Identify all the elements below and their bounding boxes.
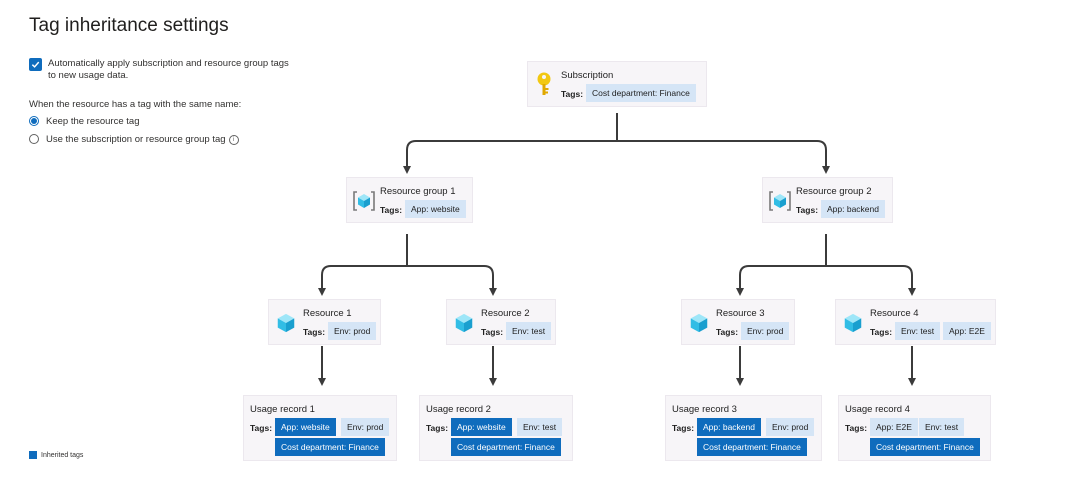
radio-use-parent-tag[interactable]: Use the subscription or resource group t… xyxy=(29,132,239,146)
tag-inherited: Cost department: Finance xyxy=(870,438,980,456)
node-usage-record-4[interactable]: Usage record 4 Tags: App: E2E Env: test … xyxy=(838,395,991,461)
tags-label: Tags: xyxy=(672,423,695,433)
node-name: Resource 1 xyxy=(303,308,352,319)
tag: App: E2E xyxy=(943,322,991,340)
radio-keep-button[interactable] xyxy=(29,116,39,126)
cube-icon xyxy=(277,313,295,333)
tag: Env: prod xyxy=(741,322,790,340)
legend: Inherited tags xyxy=(29,451,83,459)
tag: Env: test xyxy=(919,418,965,436)
tags-label: Tags: xyxy=(426,423,449,433)
node-usage-record-1[interactable]: Usage record 1 Tags: App: website Env: p… xyxy=(243,395,397,461)
node-name: Usage record 4 xyxy=(845,404,910,415)
resource-group-icon xyxy=(769,191,791,211)
tag: Env: test xyxy=(517,418,563,436)
tag-inherited: App: website xyxy=(275,418,336,436)
tag: Env: prod xyxy=(766,418,815,436)
node-usage-record-3[interactable]: Usage record 3 Tags: App: backend Env: p… xyxy=(665,395,822,461)
link-sub-rg2 xyxy=(617,140,830,174)
legend-swatch xyxy=(29,451,37,459)
tags-label: Tags: xyxy=(303,327,326,337)
cube-icon xyxy=(455,313,473,333)
radio-use-button[interactable] xyxy=(29,134,39,144)
tag: App: E2E xyxy=(870,418,918,436)
tags-label: Tags: xyxy=(716,327,739,337)
tag-inherited: App: website xyxy=(451,418,512,436)
node-resource-4[interactable]: Resource 4 Tags: Env: test App: E2E xyxy=(835,299,996,345)
node-name: Usage record 1 xyxy=(250,404,315,415)
node-name: Subscription xyxy=(561,70,614,81)
resource-group-icon xyxy=(353,191,375,211)
node-name: Resource 2 xyxy=(481,308,530,319)
tag: App: backend xyxy=(821,200,885,218)
node-name: Usage record 2 xyxy=(426,404,491,415)
auto-apply-label: Automatically apply subscription and res… xyxy=(48,58,289,81)
tags-label: Tags: xyxy=(561,89,584,99)
tags-label: Tags: xyxy=(845,423,868,433)
link-rg1-r1 xyxy=(318,234,408,296)
tag: Env: prod xyxy=(341,418,390,436)
link-rg2-r3 xyxy=(736,234,827,296)
node-resource-group-1[interactable]: Resource group 1 Tags: App: website xyxy=(346,177,473,223)
link-rg1-r2 xyxy=(407,265,497,296)
node-name: Resource group 2 xyxy=(796,186,872,197)
node-name: Resource 3 xyxy=(716,308,765,319)
conflict-question: When the resource has a tag with the sam… xyxy=(29,99,242,110)
node-resource-group-2[interactable]: Resource group 2 Tags: App: backend xyxy=(762,177,893,223)
tag-inherited: Cost department: Finance xyxy=(451,438,561,456)
tags-label: Tags: xyxy=(481,327,504,337)
link-sub-rg1 xyxy=(403,113,618,174)
node-name: Resource 4 xyxy=(870,308,919,319)
node-usage-record-2[interactable]: Usage record 2 Tags: App: website Env: t… xyxy=(419,395,573,461)
node-resource-2[interactable]: Resource 2 Tags: Env: test xyxy=(446,299,556,345)
node-subscription[interactable]: Subscription Tags: Cost department: Fina… xyxy=(527,61,707,107)
tag: App: website xyxy=(405,200,466,218)
node-name: Usage record 3 xyxy=(672,404,737,415)
tags-label: Tags: xyxy=(870,327,893,337)
node-name: Resource group 1 xyxy=(380,186,456,197)
tags-label: Tags: xyxy=(250,423,273,433)
legend-label: Inherited tags xyxy=(41,451,84,459)
auto-apply-checkbox[interactable] xyxy=(29,58,42,71)
tags-label: Tags: xyxy=(796,205,819,215)
page-title: Tag inheritance settings xyxy=(29,15,229,36)
tag-inherited: App: backend xyxy=(697,418,761,436)
tag: Env: test xyxy=(895,322,941,340)
tag: Env: test xyxy=(506,322,552,340)
info-icon[interactable]: i xyxy=(228,134,239,145)
cube-icon xyxy=(844,313,862,333)
radio-keep-label: Keep the resource tag xyxy=(46,115,140,127)
node-resource-1[interactable]: Resource 1 Tags: Env: prod xyxy=(268,299,381,345)
radio-keep-resource-tag[interactable]: Keep the resource tag xyxy=(29,114,139,128)
tags-label: Tags: xyxy=(380,205,403,215)
tag-inherited: Cost department: Finance xyxy=(275,438,385,456)
link-rg2-r4 xyxy=(826,265,916,296)
checkmark-icon xyxy=(31,61,40,68)
tag: Cost department: Finance xyxy=(586,84,696,102)
cube-icon xyxy=(690,313,708,333)
node-resource-3[interactable]: Resource 3 Tags: Env: prod xyxy=(681,299,795,345)
radio-use-label: Use the subscription or resource group t… xyxy=(46,134,239,145)
key-icon xyxy=(537,72,551,95)
tag: Env: prod xyxy=(328,322,377,340)
tag-inherited: Cost department: Finance xyxy=(697,438,807,456)
